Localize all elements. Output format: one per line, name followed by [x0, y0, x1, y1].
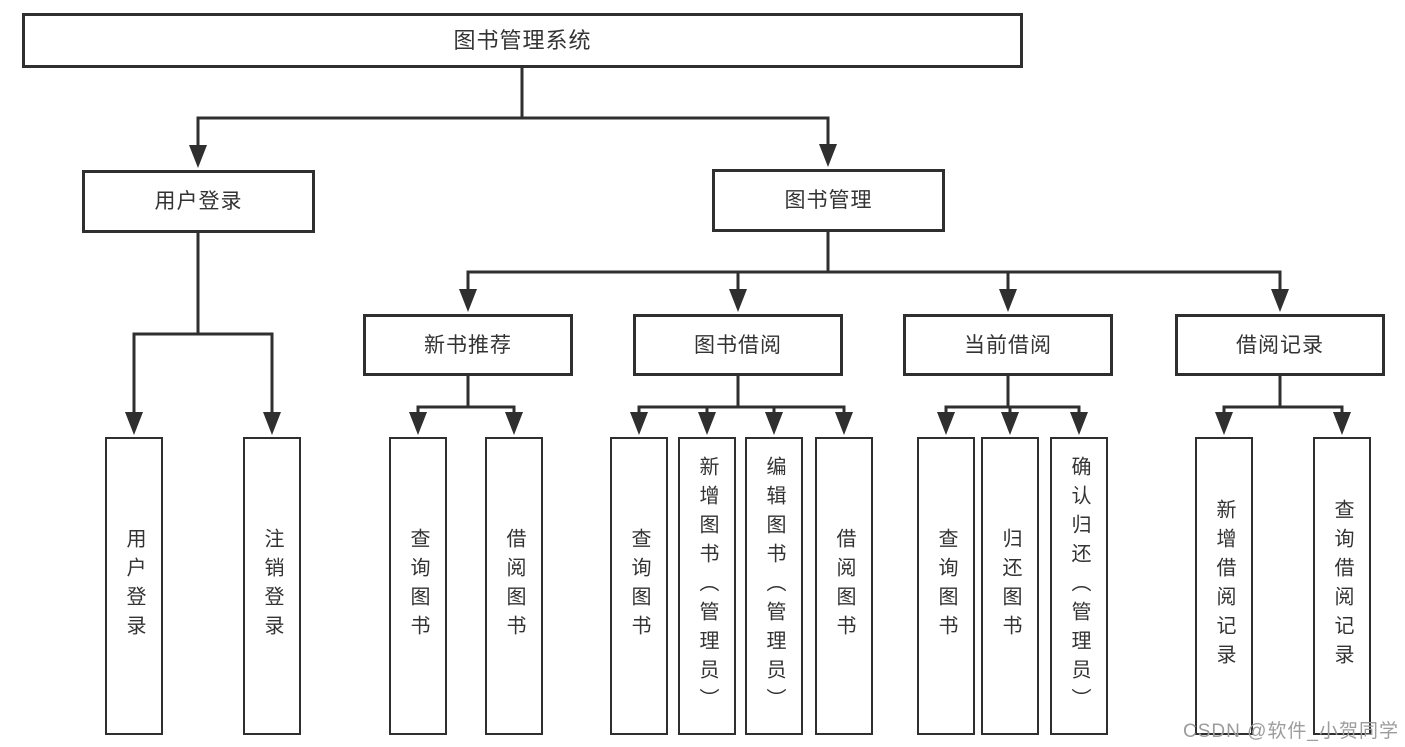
leaf-query-books-recommend: 查询图书 [389, 437, 447, 735]
leaf-borrow-books-recommend: 借阅图书 [485, 437, 543, 735]
leaf-return-book: 归还图书 [981, 437, 1039, 735]
leaf-add-borrow-record: 新增借阅记录 [1195, 437, 1253, 735]
node-current-borrow: 当前借阅 [903, 314, 1113, 376]
leaf-edit-book-admin: 编辑图书（管理员） [745, 437, 803, 735]
node-new-book-recommend: 新书推荐 [363, 314, 573, 376]
csdn-watermark: CSDN @软件_小贺同学 [1183, 721, 1399, 742]
leaf-add-book-admin: 新增图书（管理员） [678, 437, 736, 735]
node-book-management: 图书管理 [712, 169, 945, 232]
leaf-logout-login: 注销登录 [243, 437, 301, 735]
node-user-login: 用户登录 [82, 170, 315, 233]
leaf-user-login: 用户登录 [105, 437, 163, 735]
leaf-confirm-return-admin: 确认归还（管理员） [1050, 437, 1108, 735]
leaf-borrow-books: 借阅图书 [815, 437, 873, 735]
node-library-management-system: 图书管理系统 [22, 13, 1023, 68]
leaf-query-borrow-record: 查询借阅记录 [1313, 437, 1371, 735]
leaf-query-books-current: 查询图书 [917, 437, 975, 735]
node-book-borrow: 图书借阅 [633, 314, 843, 376]
leaf-query-books-borrow: 查询图书 [610, 437, 668, 735]
node-borrow-records: 借阅记录 [1175, 314, 1385, 376]
